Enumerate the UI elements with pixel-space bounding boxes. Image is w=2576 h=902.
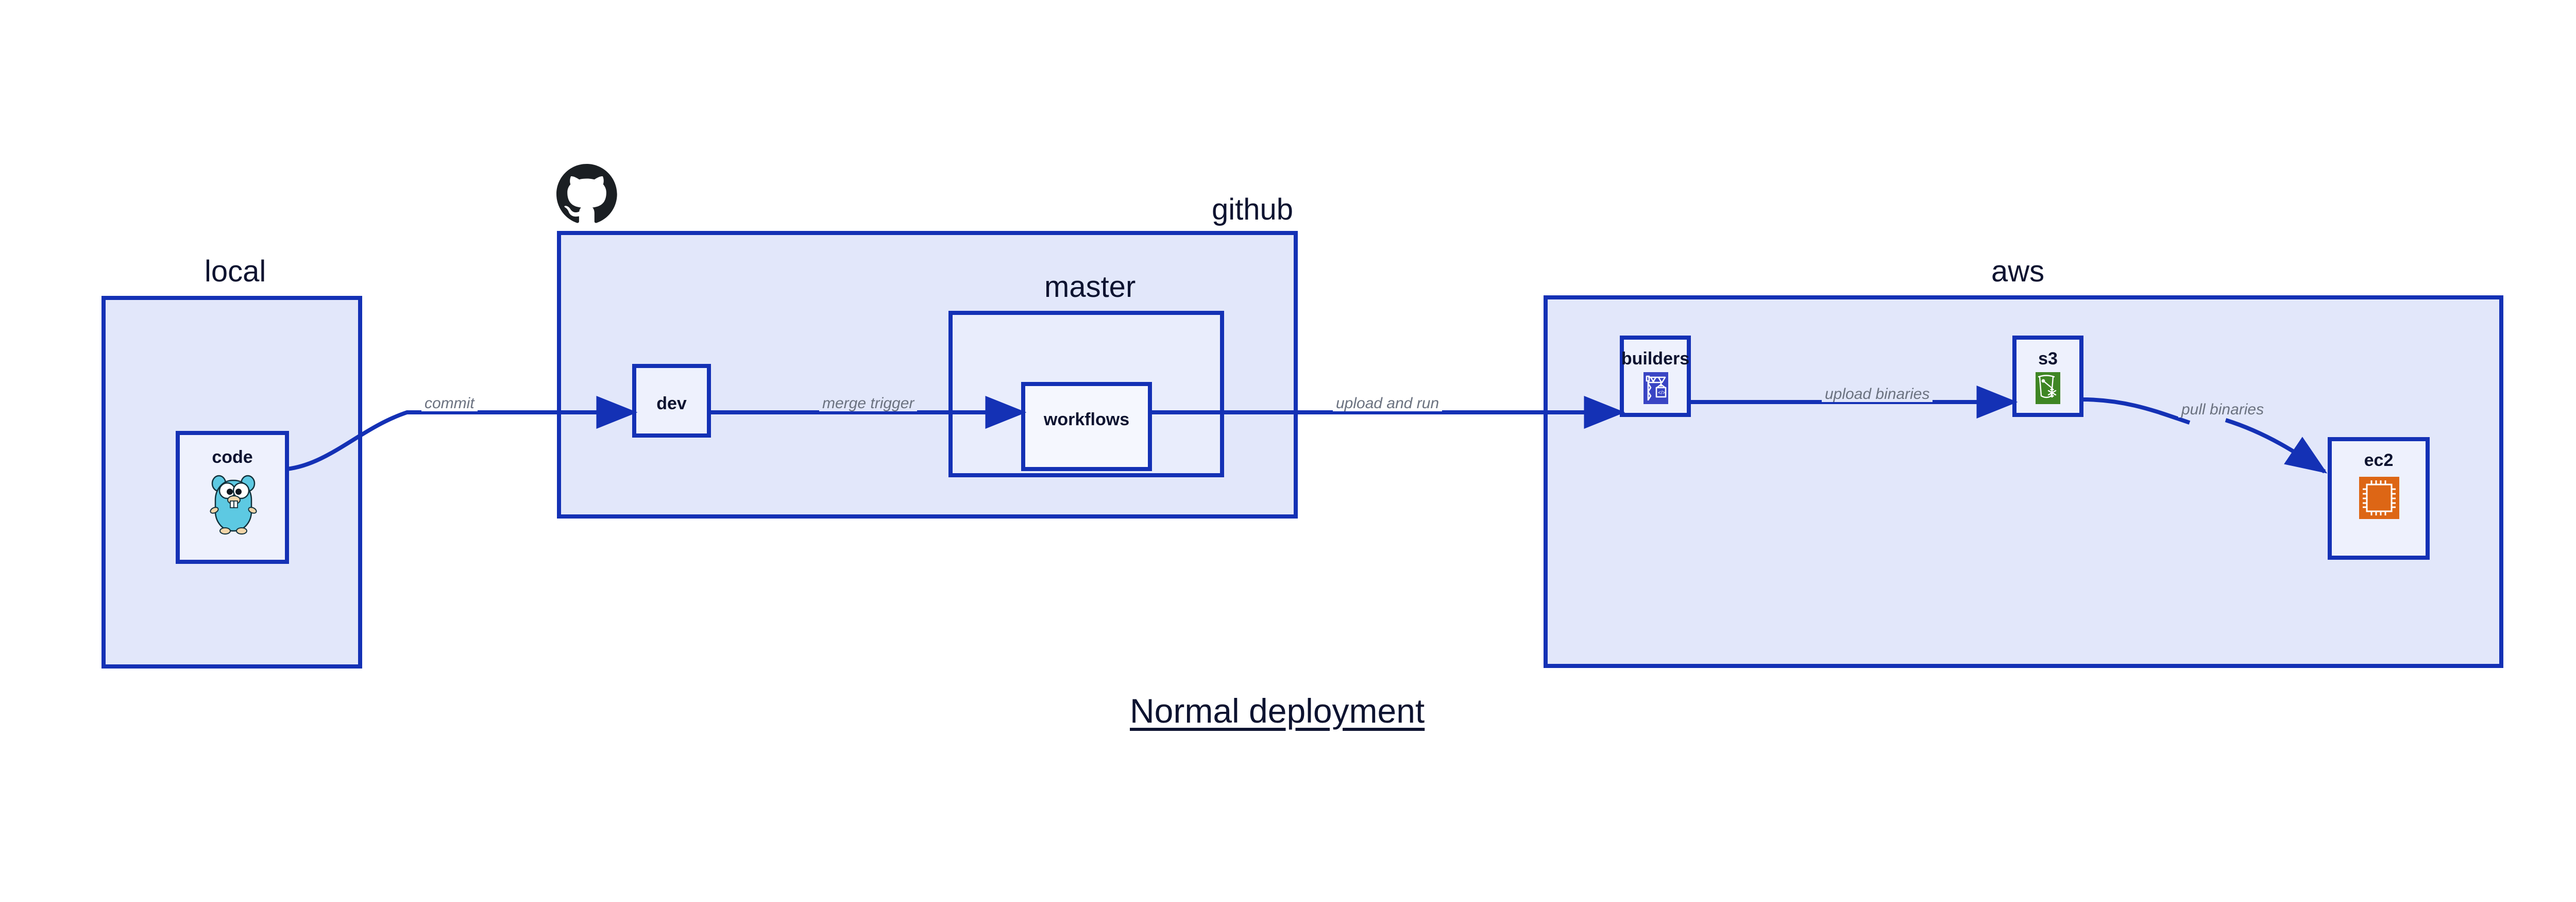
node-label-dev: dev — [656, 394, 687, 413]
node-label-code: code — [212, 447, 253, 467]
github-octocat-icon — [556, 164, 617, 223]
aws-ec2-icon — [2359, 477, 2399, 519]
edge-label-merge-trigger: merge trigger — [819, 396, 918, 411]
edge-pull-binaries-path — [2081, 397, 2191, 425]
edge-label-commit: commit — [421, 396, 478, 411]
zone-label-local: local — [205, 255, 266, 288]
edge-label-pull-binaries: pull binaries — [2178, 402, 2267, 417]
zone-label-aws: aws — [1991, 255, 2045, 288]
node-workflows-box[interactable] — [1021, 382, 1152, 471]
svg-text:</>: </> — [1658, 390, 1666, 396]
node-label-ec2: ec2 — [2364, 450, 2394, 470]
edge-label-upload-binaries: upload binaries — [1822, 387, 1933, 402]
edge-commit-path — [286, 410, 515, 471]
node-label-workflows: workflows — [1043, 410, 1130, 429]
go-gopher-icon — [210, 475, 257, 534]
edge-label-upload-and-run: upload and run — [1333, 396, 1443, 411]
aws-builders-icon: </> — [1643, 372, 1668, 404]
zone-label-master: master — [1044, 270, 1136, 304]
node-label-s3: s3 — [2038, 349, 2058, 369]
aws-s3-icon — [2036, 372, 2060, 404]
diagram-title: Normal deployment — [1130, 692, 1425, 730]
zone-label-github: github — [1212, 193, 1294, 226]
node-dev-box[interactable] — [632, 364, 711, 438]
node-label-builders: builders — [1621, 349, 1690, 369]
edge-pull-binaries-arrow — [2225, 418, 2328, 474]
